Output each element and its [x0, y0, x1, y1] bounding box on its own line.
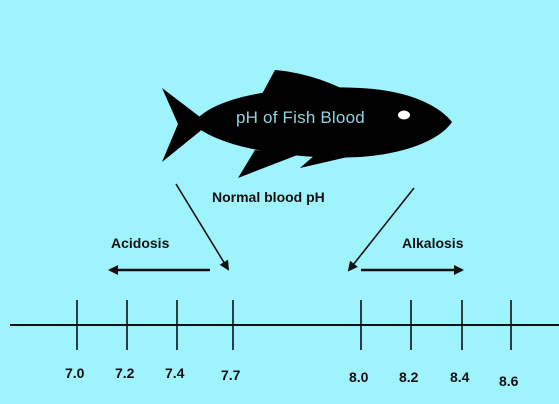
tick-label-7.7: 7.7	[221, 368, 240, 382]
tick-label-7.2: 7.2	[115, 366, 134, 380]
fish-pelvic-fin	[238, 150, 300, 178]
tick-label-7.4: 7.4	[165, 366, 184, 380]
fish-tail	[162, 88, 204, 162]
pointer-arrow-right	[349, 188, 414, 270]
tick-label-8.0: 8.0	[349, 370, 368, 384]
tick-label-8.4: 8.4	[450, 370, 469, 384]
tick-label-8.2: 8.2	[399, 370, 418, 384]
tick-label-8.6: 8.6	[499, 374, 518, 388]
fish-eye	[398, 111, 410, 120]
alkalosis-label: Alkalosis	[402, 236, 463, 250]
tick-label-7.0: 7.0	[65, 366, 84, 380]
fish-dorsal-fin	[262, 70, 345, 94]
normal-blood-ph-label: Normal blood pH	[212, 190, 325, 204]
fish-title: pH of Fish Blood	[236, 109, 365, 126]
acidosis-label: Acidosis	[111, 236, 169, 250]
